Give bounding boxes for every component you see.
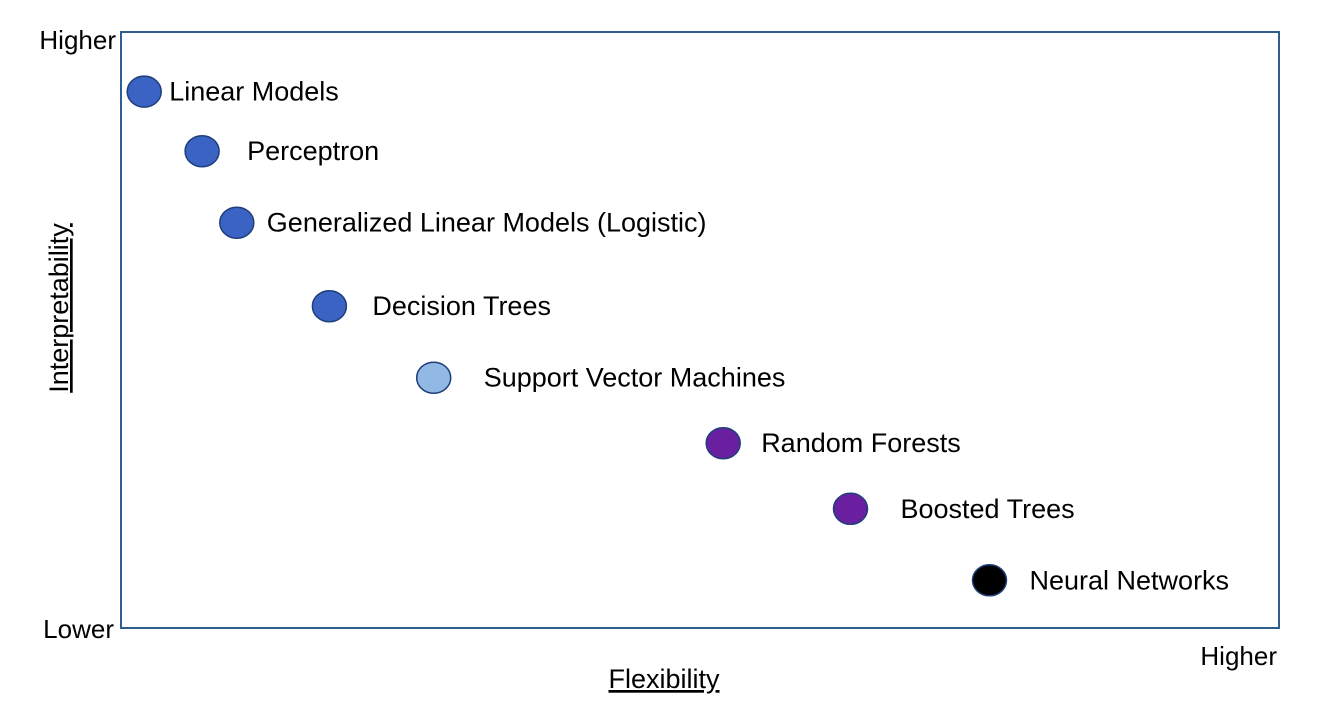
point-label: Support Vector Machines bbox=[484, 363, 786, 393]
point-label: Perceptron bbox=[247, 136, 379, 166]
x-high-label: Higher bbox=[1200, 641, 1277, 671]
x-axis-title: Flexibility bbox=[608, 664, 720, 694]
point-marker bbox=[971, 564, 1008, 597]
point-marker bbox=[311, 289, 348, 323]
point-marker bbox=[832, 492, 869, 526]
point-marker bbox=[705, 426, 741, 460]
plot-frame bbox=[120, 31, 1280, 629]
y-high-label: Higher bbox=[39, 25, 116, 55]
y-axis-title: Interpretability bbox=[44, 223, 74, 393]
point-label: Neural Networks bbox=[1030, 565, 1230, 595]
point-label: Generalized Linear Models (Logistic) bbox=[267, 208, 707, 238]
point-marker bbox=[126, 75, 162, 108]
y-low-label: Lower bbox=[43, 614, 114, 644]
point-label: Boosted Trees bbox=[901, 494, 1075, 524]
point-marker bbox=[219, 206, 255, 239]
point-marker bbox=[184, 134, 220, 168]
point-label: Decision Trees bbox=[372, 291, 551, 321]
point-label: Linear Models bbox=[169, 77, 339, 107]
point-label: Random Forests bbox=[761, 428, 961, 458]
point-marker bbox=[415, 361, 452, 394]
